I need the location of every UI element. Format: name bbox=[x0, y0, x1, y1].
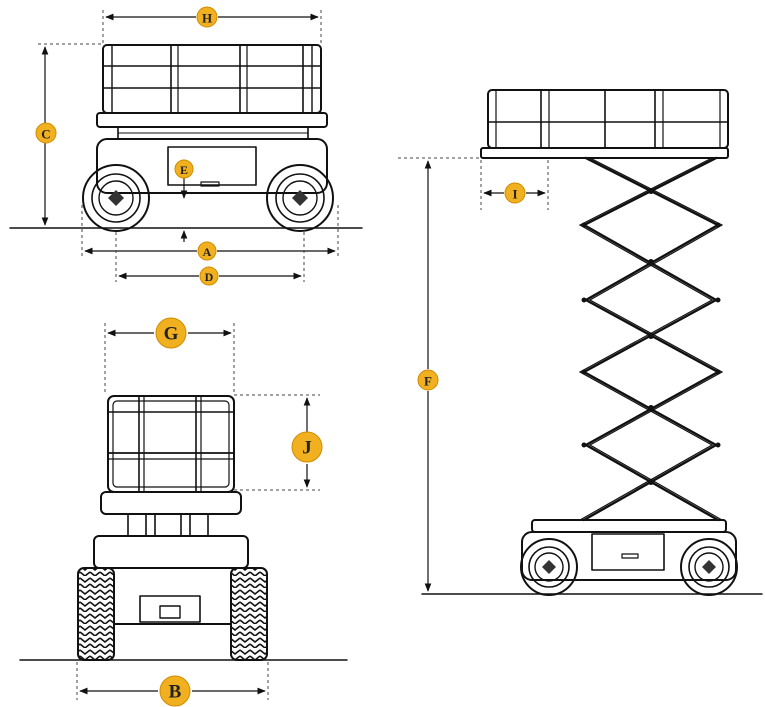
front-scissor-post bbox=[127, 513, 147, 537]
badge-label-B: B bbox=[169, 682, 182, 703]
raised-control-box bbox=[591, 533, 665, 571]
front-chassis bbox=[93, 535, 249, 569]
dimension-badge-I: I bbox=[504, 182, 526, 204]
side-deck bbox=[96, 112, 328, 128]
side-chassis bbox=[96, 138, 328, 194]
scissor-pins bbox=[581, 188, 721, 485]
side-control-box bbox=[167, 146, 257, 186]
badge-label-A: A bbox=[203, 245, 212, 259]
dimension-badge-G: G bbox=[154, 317, 188, 349]
badge-label-D: D bbox=[205, 270, 214, 284]
dimension-badge-H: H bbox=[196, 6, 218, 28]
side-view bbox=[9, 10, 363, 282]
raised-view bbox=[398, 89, 763, 596]
raised-front-wheel bbox=[520, 538, 578, 596]
raised-guardrail bbox=[487, 89, 729, 149]
badge-label-E: E bbox=[180, 163, 188, 177]
side-guardrail bbox=[102, 44, 322, 114]
badge-label-C: C bbox=[41, 127, 50, 142]
front-right-tire bbox=[230, 567, 268, 661]
badge-label-I: I bbox=[512, 187, 517, 202]
dimension-badge-E: E bbox=[174, 159, 194, 179]
raised-chassis bbox=[521, 531, 737, 581]
dimension-badge-D: D bbox=[199, 266, 219, 286]
badge-label-H: H bbox=[202, 11, 212, 26]
badge-label-F: F bbox=[424, 374, 432, 389]
raised-deck bbox=[480, 147, 729, 159]
badge-label-J: J bbox=[302, 438, 312, 459]
raised-rear-wheel bbox=[680, 538, 738, 596]
front-view bbox=[19, 323, 348, 700]
badge-label-G: G bbox=[164, 324, 179, 345]
front-deck bbox=[100, 491, 242, 515]
dimension-badge-C: C bbox=[35, 122, 57, 144]
dimension-badge-A: A bbox=[197, 241, 217, 261]
dimension-badge-J: J bbox=[290, 431, 324, 464]
side-rear-wheel bbox=[266, 164, 334, 232]
side-front-wheel bbox=[82, 164, 150, 232]
raised-scissor-base bbox=[531, 519, 727, 533]
front-left-tire bbox=[77, 567, 115, 661]
dimension-badge-B: B bbox=[158, 675, 192, 707]
front-guardrail bbox=[107, 395, 235, 493]
dimension-badge-F: F bbox=[417, 369, 439, 391]
